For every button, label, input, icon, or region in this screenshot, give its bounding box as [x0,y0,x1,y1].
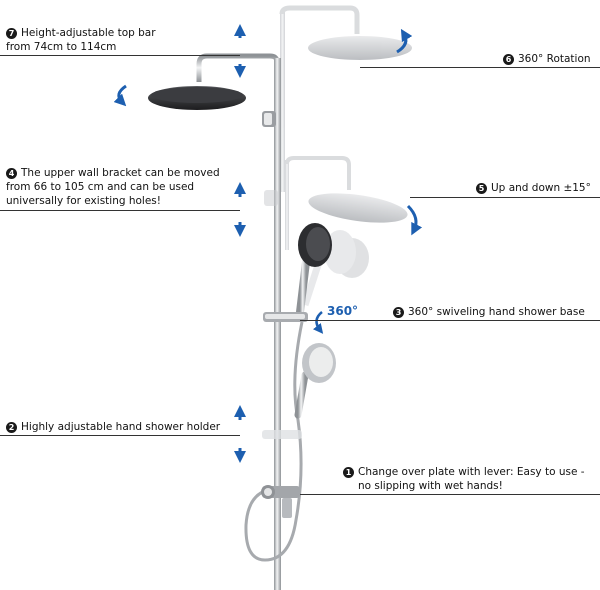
feature-number-badge: 4 [6,168,17,179]
slide-holder [263,312,308,322]
rotation-badge: 360° [327,304,359,318]
feature-number-badge: 2 [6,422,17,433]
feature-number-badge: 7 [6,28,17,39]
overhead-shower-head-dark [148,53,280,110]
divider-line [300,320,600,321]
upper-wall-bracket [262,111,276,127]
ghost-tilted-shower-head [285,156,408,250]
hand-shower-chrome [294,343,336,419]
divider-line [0,435,240,436]
feature-number-badge: 1 [343,467,354,478]
ghost-wall-bracket [264,190,278,206]
shower-hose [244,321,304,562]
rotate-arrow-icon [113,84,127,107]
ghost-hand-showers [301,230,369,307]
rotate-arrow-icon [406,204,423,236]
feature-number-badge: 3 [393,307,404,318]
divider-line [360,67,600,68]
change-over-plate [261,485,300,518]
divider-line [300,494,600,495]
divider-line [410,197,600,198]
hand-shower-dark [296,223,332,316]
divider-line [0,210,240,211]
feature-number-badge: 6 [503,54,514,65]
feature-number-badge: 5 [476,183,487,194]
divider-line [0,55,240,56]
ghost-hand-shower-holder [262,430,302,439]
ghost-top-bar [279,5,412,192]
rotate-arrow-icon [396,28,413,54]
swivel-arrow-icon [312,311,324,334]
main-riser-pipe [274,58,281,590]
